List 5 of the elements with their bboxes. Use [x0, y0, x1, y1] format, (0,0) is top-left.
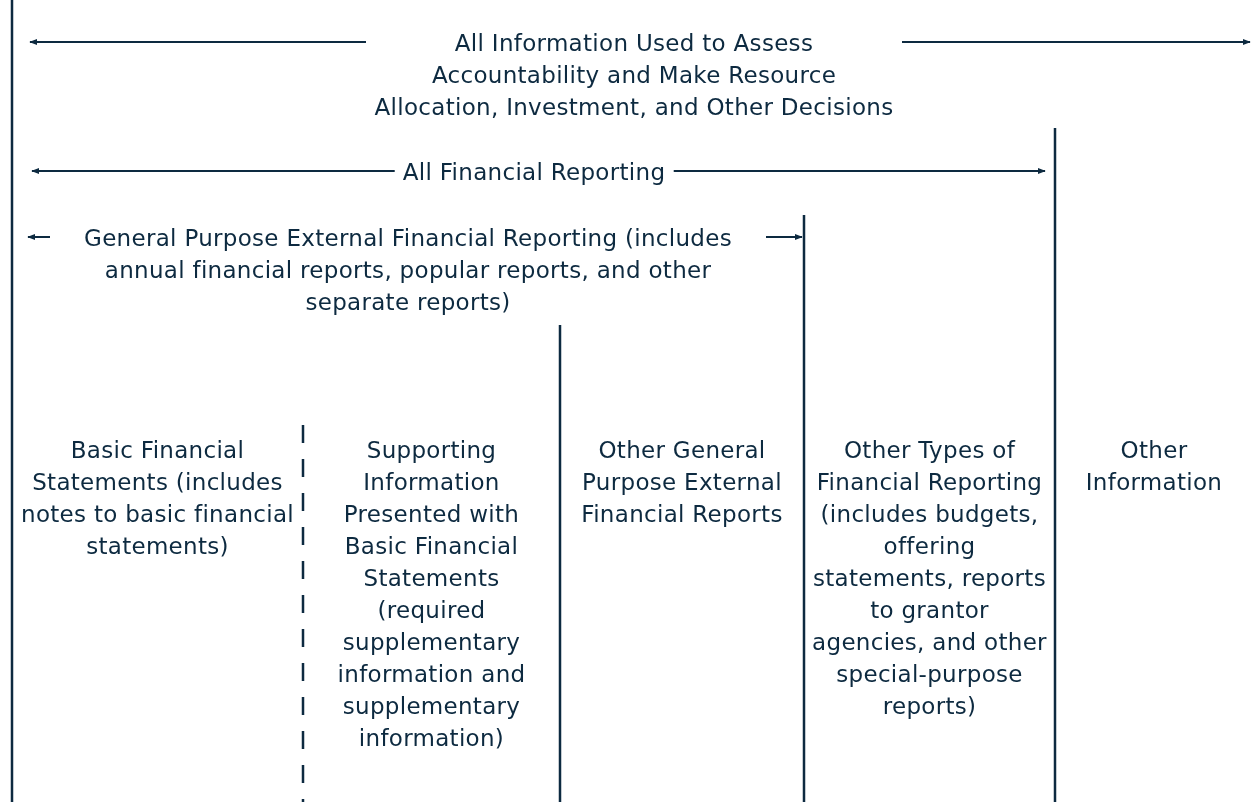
column-text: Other General Purpose External Financial Reports	[580, 436, 784, 529]
column-text: Other Types of Financial Reporting (includes budgets, offering statements, reports to grantor agencies, and other special-purpose reports)	[812, 436, 1047, 721]
column-text: Other Information	[1084, 436, 1224, 497]
column-text: Basic Financial Statements (includes notes to basic financial statements)	[20, 436, 295, 561]
column-text: Supporting Information Presented with Basic Financial Statements (required supplementary information and supplementary information)	[336, 436, 527, 753]
